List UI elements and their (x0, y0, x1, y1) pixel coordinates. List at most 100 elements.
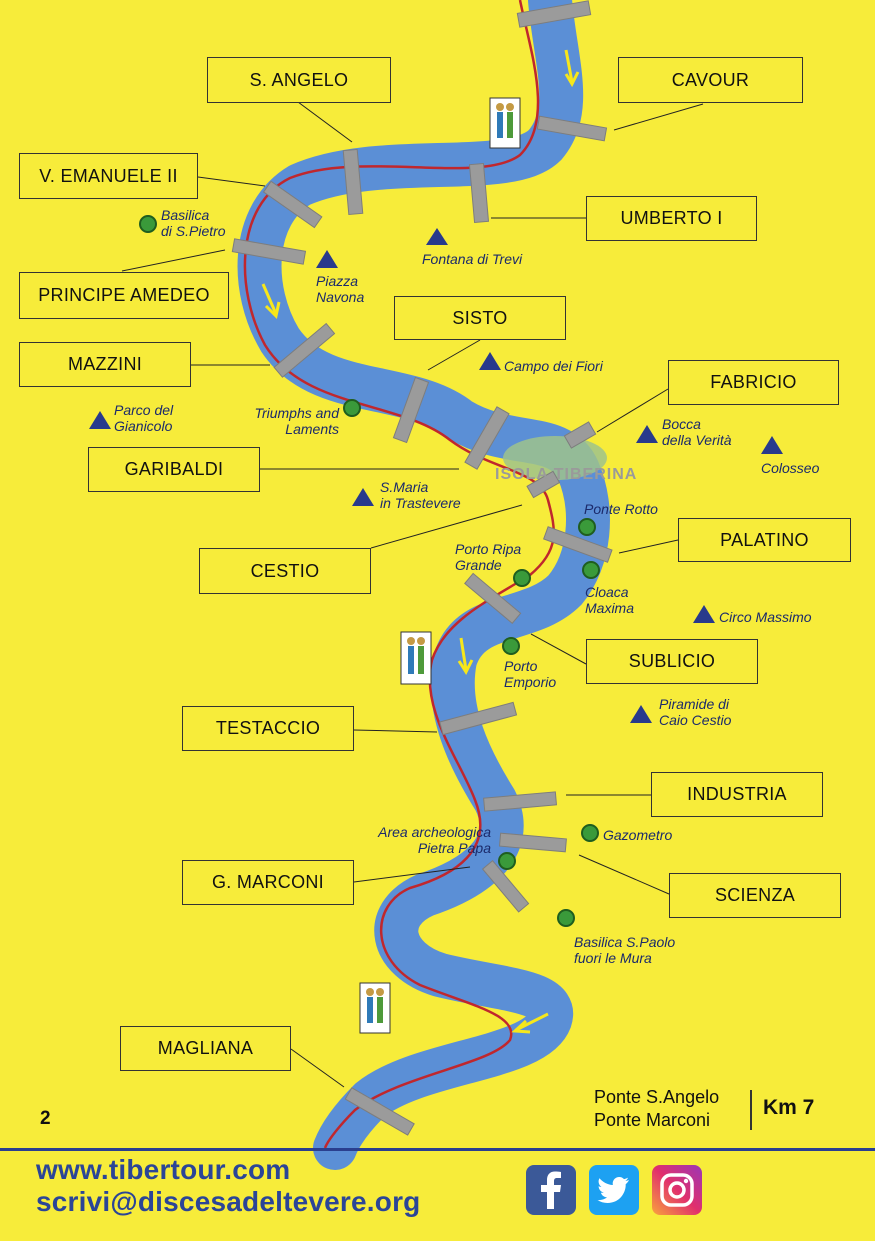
bridge-label-industria: INDUSTRIA (651, 772, 823, 817)
bridge-mark (536, 115, 608, 142)
footer-email-link[interactable]: scrivi@discesadeltevere.org (36, 1186, 421, 1217)
route-stops: Ponte S.Angelo Ponte Marconi (594, 1086, 719, 1132)
bridge-mark (439, 701, 518, 736)
boat-logo-icon (489, 97, 521, 149)
flow-arrows (261, 49, 580, 1034)
monument-markers (89, 228, 783, 723)
label-cloaca: Cloaca Maxima (585, 584, 635, 616)
label-ponte-rotto: Ponte Rotto (584, 501, 658, 517)
label-triumphs: Triumphs and Laments (254, 405, 339, 437)
bridge-mark (468, 162, 490, 224)
monument-icon (636, 425, 658, 443)
monument-icon (761, 436, 783, 454)
label-piazza-navona: Piazza Navona (316, 273, 365, 305)
route-divider (750, 1090, 752, 1130)
bridge-label-mazzini: MAZZINI (19, 342, 191, 387)
facebook-icon[interactable] (526, 1165, 576, 1215)
site-icon (581, 824, 599, 842)
monument-icon (479, 352, 501, 370)
monument-icon (693, 605, 715, 623)
monument-icon (316, 250, 338, 268)
bridge-label-s-angelo: S. ANGELO (207, 57, 391, 103)
flow-arrow (261, 283, 278, 315)
bridge-mark (231, 238, 307, 265)
bridge-mark (342, 148, 364, 216)
site-markers (139, 215, 600, 927)
bridge-label-cestio: CESTIO (199, 548, 371, 594)
label-porto-emporio: Porto Emporio (504, 658, 557, 690)
label-bocca-verita: Bocca della Verità (662, 416, 732, 448)
bridge-label-magliana: MAGLIANA (120, 1026, 291, 1071)
route-distance: Km 7 (763, 1096, 815, 1119)
site-icon (582, 561, 600, 579)
label-pietra-papa: Area archeologica Pietra Papa (378, 824, 491, 856)
label-campo-fiori: Campo dei Fiori (504, 358, 603, 374)
site-icon (502, 637, 520, 655)
site-icon (578, 518, 596, 536)
twitter-icon[interactable] (589, 1165, 639, 1215)
bridge-label-principe: PRINCIPE AMEDEO (19, 272, 229, 319)
bridge-label-garibaldi: GARIBALDI (88, 447, 260, 492)
bridge-label-sublicio: SUBLICIO (586, 639, 758, 684)
site-icon (513, 569, 531, 587)
bridge-mark (543, 526, 613, 563)
bridge-mark (464, 572, 522, 624)
bridge-mark (516, 0, 592, 28)
flow-arrow (564, 49, 574, 83)
isola-tiberina-shape (503, 436, 607, 480)
bridge-mark (526, 470, 561, 499)
bridge-mark (481, 859, 530, 913)
bridge-label-fabricio: FABRICIO (668, 360, 839, 405)
site-icon (139, 215, 157, 233)
label-gazometro: Gazometro (603, 827, 673, 843)
bridge-mark (392, 376, 430, 444)
bridge-mark (483, 791, 558, 812)
label-colosseo: Colosseo (761, 460, 820, 476)
label-basilica-pietro: Basilica di S.Pietro (161, 207, 226, 239)
label-circo-massimo: Circo Massimo (719, 609, 812, 625)
bridge-mark (344, 1087, 415, 1136)
site-icon (343, 399, 361, 417)
bridge-mark (563, 421, 597, 449)
boat-logo-icon (359, 982, 391, 1034)
footer-divider (0, 1148, 875, 1151)
tiber-river (237, 0, 610, 1170)
monument-icon (352, 488, 374, 506)
bridge-label-testaccio: TESTACCIO (182, 706, 354, 751)
bridge-label-palatino: PALATINO (678, 518, 851, 562)
bridge-mark (273, 322, 336, 378)
page-number: 2 (40, 1108, 51, 1129)
footer-website-link[interactable]: www.tibertour.com (36, 1154, 291, 1185)
instagram-icon[interactable] (652, 1165, 702, 1215)
leader-lines (121, 101, 704, 1088)
bridge-marks (231, 0, 613, 1136)
bridge-mark (262, 180, 323, 229)
bridge-label-umberto: UMBERTO I (586, 196, 757, 241)
monument-icon (426, 228, 448, 245)
monument-icon (89, 411, 111, 429)
bridge-label-sisto: SISTO (394, 296, 566, 340)
label-santa-maria: S.Maria in Trastevere (380, 479, 461, 511)
route-to: Ponte Marconi (594, 1110, 711, 1130)
flow-arrow (515, 1012, 549, 1032)
label-isola-tiberina: ISOLA TIBERINA (495, 466, 638, 483)
monument-icon (630, 705, 652, 723)
bridge-label-cavour: CAVOUR (618, 57, 803, 103)
flow-arrow (459, 637, 468, 671)
bridge-label-scienza: SCIENZA (669, 873, 841, 918)
label-piramide: Piramide di Caio Cestio (659, 696, 732, 728)
label-parco-gianicolo: Parco del Gianicolo (114, 402, 174, 434)
label-porto-ripa: Porto Ripa Grande (455, 541, 522, 573)
label-basilica-paolo: Basilica S.Paolo fuori le Mura (574, 934, 676, 966)
bridge-label-v-emanuele: V. EMANUELE II (19, 153, 198, 199)
route-from: Ponte S.Angelo (594, 1087, 720, 1107)
bridge-mark (464, 406, 510, 470)
site-icon (557, 909, 575, 927)
boat-logo-icon (400, 631, 432, 685)
bridge-label-marconi: G. MARCONI (182, 860, 354, 905)
site-icon (498, 852, 516, 870)
boat-logos (359, 97, 521, 1034)
bridge-mark (498, 832, 567, 853)
label-fontana-trevi: Fontana di Trevi (422, 251, 523, 267)
